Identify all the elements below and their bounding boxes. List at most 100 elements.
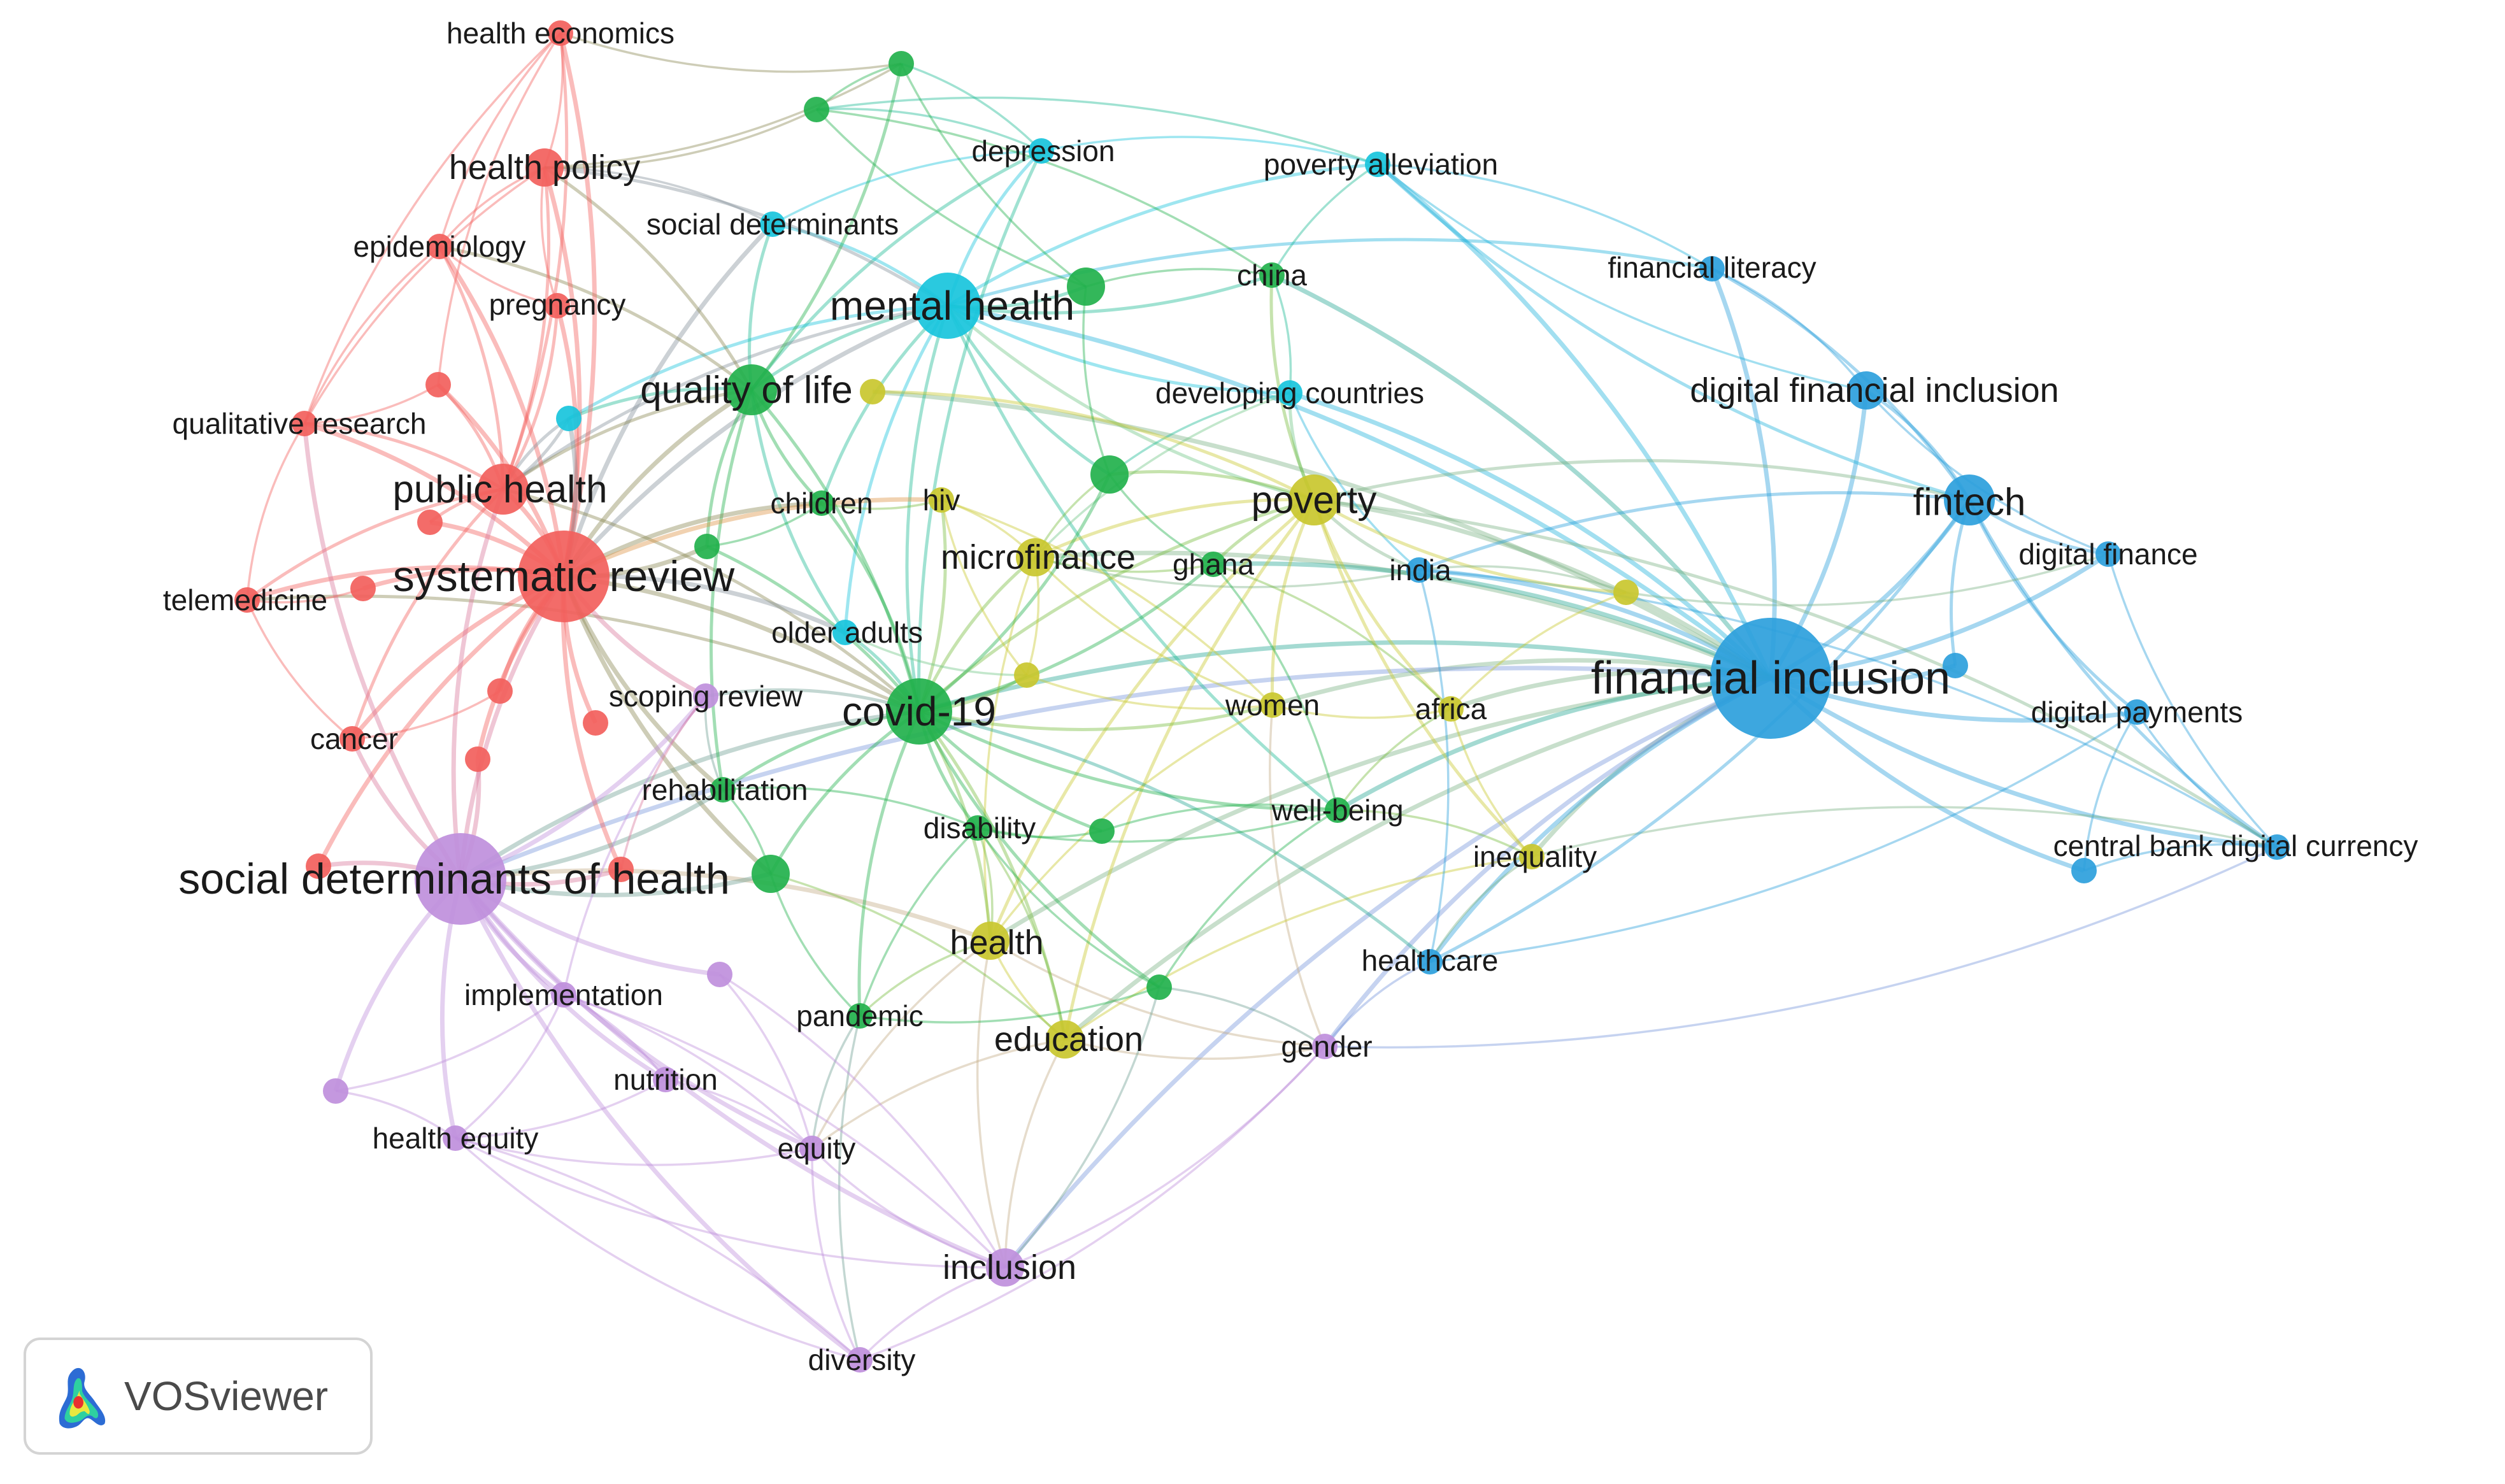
node-green-f[interactable]: [1089, 818, 1115, 844]
node-health-economics[interactable]: [548, 20, 573, 46]
label-public-health[interactable]: public health: [393, 468, 608, 511]
label-inclusion[interactable]: inclusion: [943, 1248, 1076, 1287]
node-telemedicine[interactable]: [234, 587, 260, 613]
label-covid19[interactable]: covid-19: [842, 688, 996, 734]
label-hiv[interactable]: hiv: [923, 483, 960, 517]
label-children[interactable]: children: [770, 487, 873, 520]
label-systematic-review[interactable]: systematic review: [393, 552, 735, 601]
node-depression[interactable]: [1029, 138, 1054, 164]
label-cbdc[interactable]: central bank digital currency: [2053, 829, 2418, 862]
node-yellow-a[interactable]: [1613, 580, 1639, 605]
node-cbdc[interactable]: [2264, 834, 2290, 860]
label-social-determinants[interactable]: social determinants: [646, 208, 899, 241]
label-digital-finance[interactable]: digital finance: [2018, 538, 2197, 571]
label-older-adults[interactable]: older adults: [771, 616, 923, 649]
label-microfinance[interactable]: microfinance: [941, 538, 1136, 576]
label-digital-payments[interactable]: digital payments: [2031, 696, 2243, 729]
label-africa[interactable]: africa: [1415, 692, 1487, 725]
node-red-e[interactable]: [465, 746, 490, 772]
node-financial-inclusion[interactable]: [1710, 618, 1831, 739]
node-poverty-alleviation[interactable]: [1365, 152, 1390, 177]
node-financial-literacy[interactable]: [1699, 256, 1725, 282]
node-green-b[interactable]: [804, 97, 829, 122]
node-health-policy[interactable]: [525, 148, 564, 187]
node-blue-a[interactable]: [1943, 653, 1968, 678]
node-gender[interactable]: [1312, 1034, 1338, 1059]
label-fintech[interactable]: fintech: [1913, 481, 2026, 524]
node-green-g[interactable]: [752, 855, 790, 893]
node-hiv[interactable]: [929, 487, 954, 513]
label-developing-countries[interactable]: developing countries: [1155, 376, 1424, 410]
node-inequality[interactable]: [1519, 844, 1545, 869]
label-health-equity[interactable]: health equity: [373, 1122, 539, 1155]
node-ghana[interactable]: [1201, 552, 1226, 577]
node-healthcare[interactable]: [1417, 949, 1443, 974]
label-cancer[interactable]: cancer: [310, 722, 398, 755]
node-implementation[interactable]: [551, 982, 576, 1008]
label-nutrition[interactable]: nutrition: [613, 1063, 718, 1096]
node-covid19[interactable]: [886, 678, 952, 745]
node-green-d[interactable]: [1090, 455, 1129, 494]
label-scoping-review[interactable]: scoping review: [609, 680, 803, 713]
node-digital-finance[interactable]: [2095, 541, 2121, 567]
label-pregnancy[interactable]: pregnancy: [489, 288, 626, 321]
label-implementation[interactable]: implementation: [464, 978, 663, 1011]
label-healthcare[interactable]: healthcare: [1362, 944, 1499, 977]
label-disability[interactable]: disability: [924, 811, 1036, 845]
node-fintech[interactable]: [1944, 474, 1995, 525]
node-scoping-review[interactable]: [693, 683, 718, 709]
node-india[interactable]: [1406, 557, 1432, 583]
node-digital-payments[interactable]: [2124, 699, 2150, 725]
node-health-equity[interactable]: [443, 1125, 468, 1151]
node-red-b[interactable]: [417, 510, 443, 535]
node-mental-health[interactable]: [915, 273, 981, 339]
node-cyan-a[interactable]: [556, 406, 582, 431]
node-poverty[interactable]: [1288, 474, 1339, 525]
label-financial-literacy[interactable]: financial literacy: [1608, 251, 1816, 284]
node-diversity[interactable]: [847, 1347, 873, 1373]
label-telemedicine[interactable]: telemedicine: [163, 583, 327, 617]
label-china[interactable]: china: [1237, 259, 1307, 292]
label-social-determinants-of-health[interactable]: social determinants of health: [178, 855, 730, 903]
label-health-policy[interactable]: health policy: [449, 148, 640, 187]
node-developing-countries[interactable]: [1277, 380, 1302, 406]
node-social-determinants[interactable]: [760, 211, 785, 237]
node-women[interactable]: [1260, 692, 1285, 718]
node-education[interactable]: [1046, 1020, 1084, 1059]
label-pandemic[interactable]: pandemic: [796, 999, 923, 1032]
node-green-h[interactable]: [1146, 974, 1172, 1000]
node-social-determinants-of-health[interactable]: [415, 833, 506, 925]
node-older-adults[interactable]: [832, 620, 858, 645]
node-inclusion[interactable]: [986, 1248, 1024, 1287]
label-epidemiology[interactable]: epidemiology: [353, 230, 525, 263]
node-red-g[interactable]: [608, 857, 634, 882]
label-inequality[interactable]: inequality: [1473, 840, 1597, 873]
node-green-c[interactable]: [1067, 268, 1105, 306]
node-epidemiology[interactable]: [427, 234, 452, 259]
node-quality-of-life[interactable]: [726, 364, 777, 415]
node-microfinance[interactable]: [1016, 538, 1054, 576]
label-well-being[interactable]: well-being: [1271, 794, 1403, 827]
node-red-h[interactable]: [306, 853, 331, 879]
label-digital-financial-inclusion[interactable]: digital financial inclusion: [1690, 371, 2059, 410]
node-green-a[interactable]: [889, 51, 914, 76]
node-health[interactable]: [971, 922, 1010, 960]
node-africa[interactable]: [1438, 696, 1464, 722]
node-blue-b[interactable]: [2071, 858, 2097, 883]
label-equity[interactable]: equity: [778, 1132, 856, 1165]
node-digital-financial-inclusion[interactable]: [1847, 371, 1885, 410]
node-pregnancy[interactable]: [545, 293, 570, 318]
node-purple-b[interactable]: [707, 962, 732, 987]
node-qualitative-research[interactable]: [292, 411, 317, 436]
node-children[interactable]: [809, 490, 834, 516]
node-well-being[interactable]: [1325, 797, 1350, 823]
label-financial-inclusion[interactable]: financial inclusion: [1591, 653, 1950, 704]
node-red-c[interactable]: [350, 576, 376, 601]
label-depression[interactable]: depression: [971, 134, 1115, 168]
node-rehabilitation[interactable]: [710, 777, 736, 803]
node-yellow-c[interactable]: [860, 379, 885, 404]
label-women[interactable]: women: [1225, 688, 1320, 722]
node-yellow-b[interactable]: [1014, 662, 1039, 688]
node-public-health[interactable]: [478, 464, 529, 515]
node-purple-a[interactable]: [323, 1078, 348, 1104]
